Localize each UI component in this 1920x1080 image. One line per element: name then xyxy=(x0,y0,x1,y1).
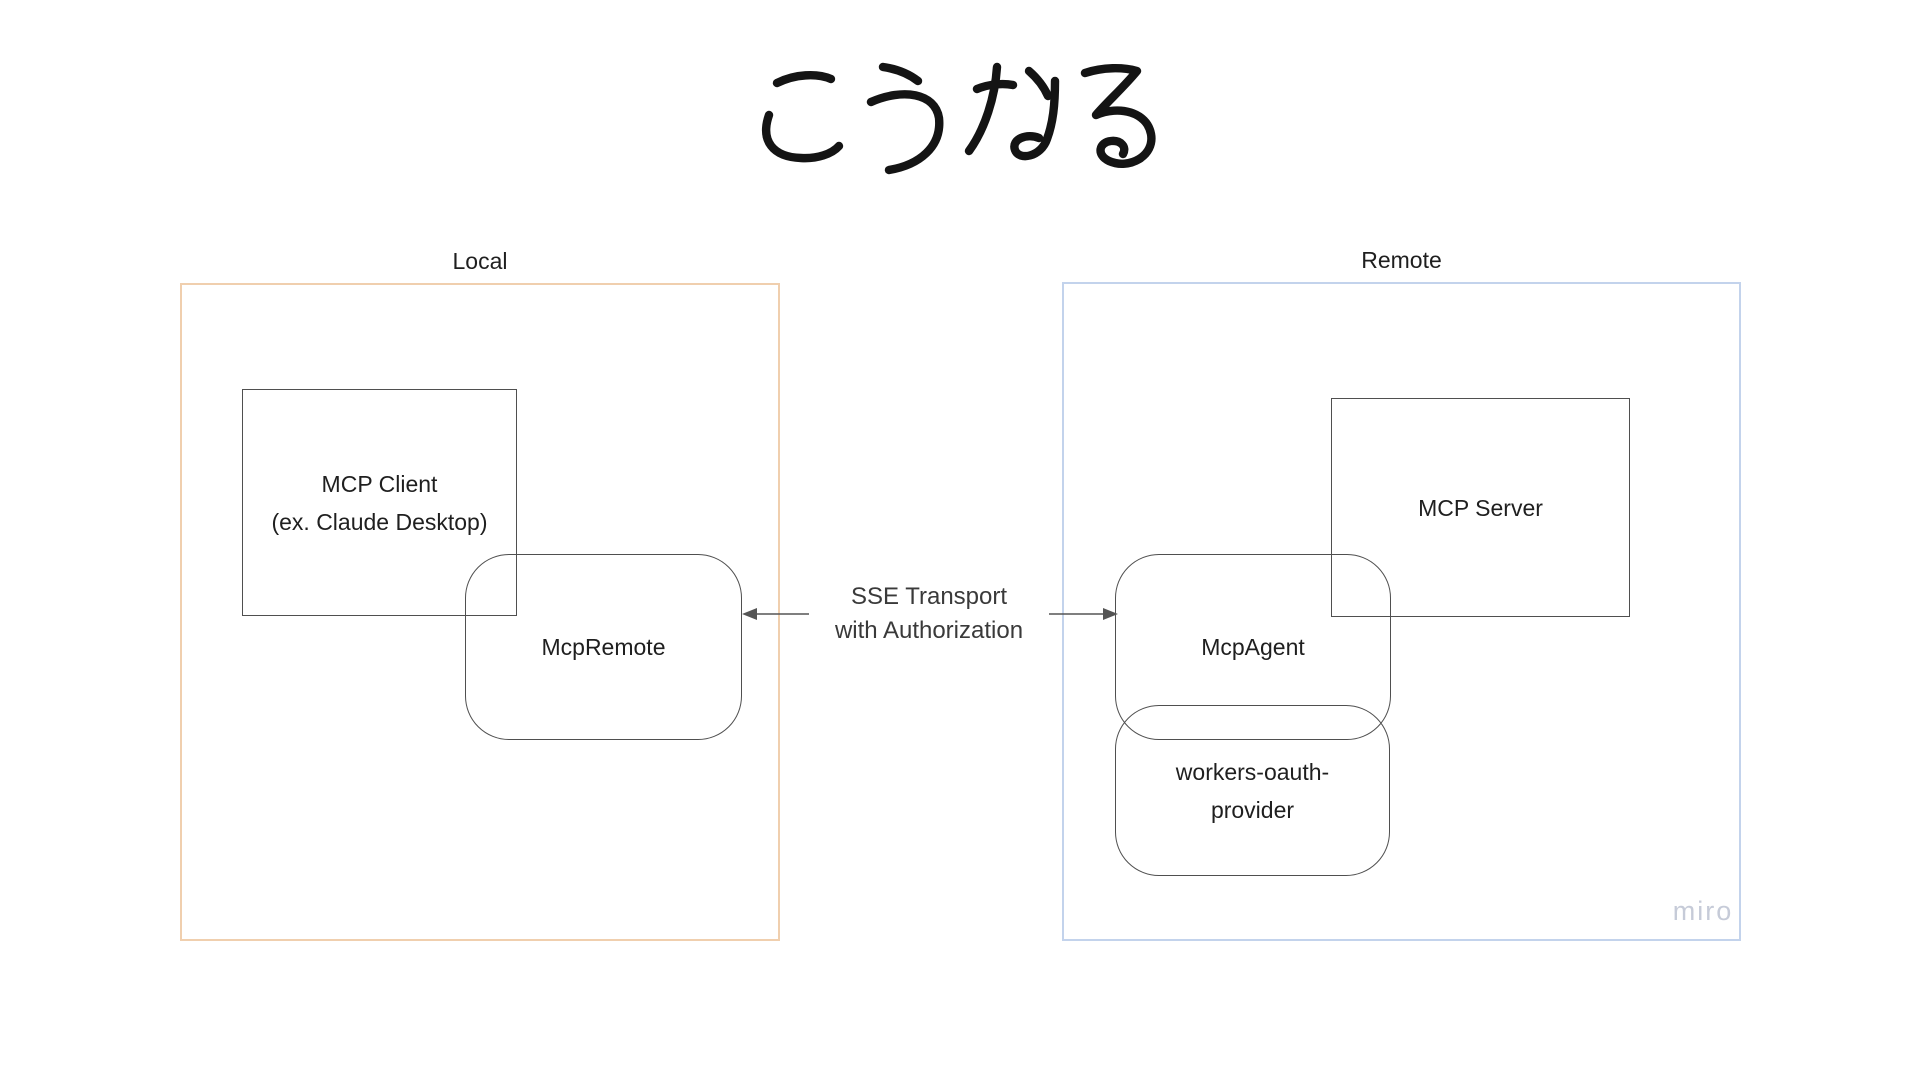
board-title-text: こうなる xyxy=(0,0,1,1)
node-workers-oauth-provider-label: workers-oauth- provider xyxy=(1175,758,1330,823)
node-mcp-server-label: MCP Server xyxy=(1418,494,1543,521)
left-arrowhead xyxy=(742,608,757,620)
remote-frame-label: Remote xyxy=(1361,247,1442,273)
node-workers-oauth-provider[interactable]: workers-oauth- provider xyxy=(1115,705,1390,876)
node-mcp-remote-label: McpRemote xyxy=(541,634,666,660)
node-mcp-agent[interactable]: McpAgent xyxy=(1115,554,1391,740)
node-mcp-remote[interactable]: McpRemote xyxy=(465,554,742,740)
node-mcp-client[interactable]: MCP Client (ex. Claude Desktop) xyxy=(242,389,517,616)
node-mcp-server[interactable]: MCP Server xyxy=(1331,398,1630,617)
miro-watermark: miro xyxy=(1672,896,1734,926)
local-frame[interactable] xyxy=(180,283,780,941)
title-kana-art xyxy=(761,62,1156,175)
right-arrowhead xyxy=(1103,608,1118,620)
local-frame-label: Local xyxy=(452,248,508,274)
sse-connector-label[interactable]: SSE Transport with Authorization xyxy=(809,580,1049,648)
remote-frame[interactable] xyxy=(1062,282,1741,941)
node-mcp-client-label: MCP Client (ex. Claude Desktop) xyxy=(271,470,488,535)
node-mcp-agent-label: McpAgent xyxy=(1201,634,1305,660)
